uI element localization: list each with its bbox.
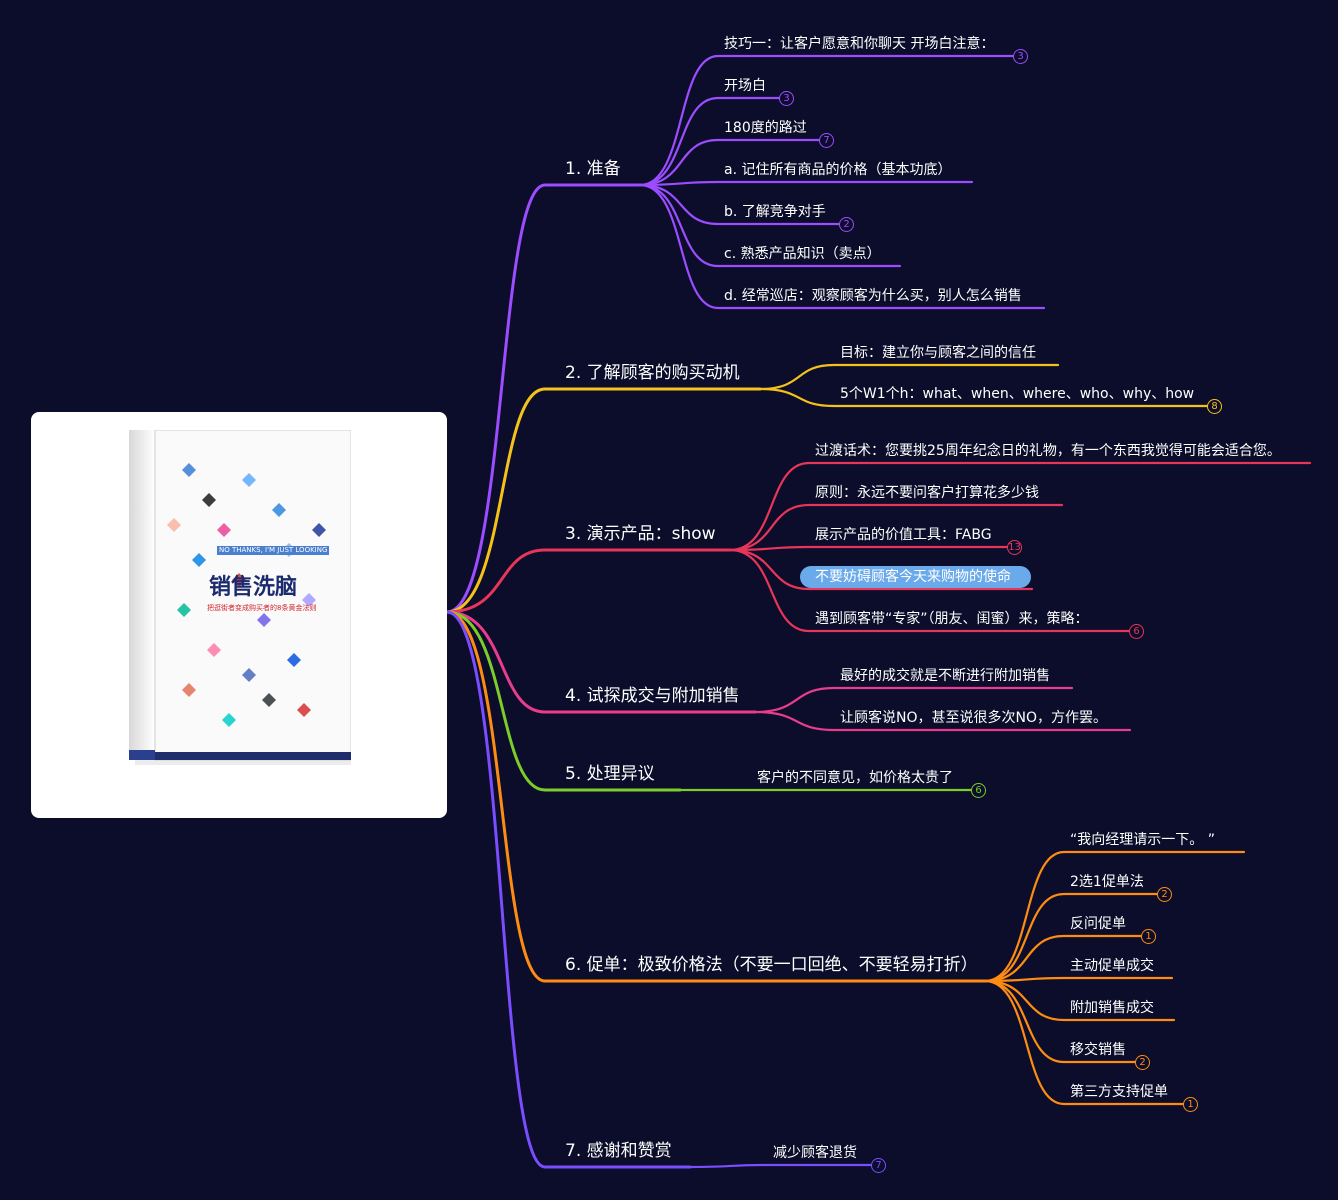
- root-node[interactable]: 销售洗脑 NO THANKS, I'M JUST LOOKING 把逛街者变成购…: [31, 412, 447, 818]
- leaf-connector-6-6: [983, 979, 1144, 1064]
- leaf-connector-3-3: [728, 545, 1016, 552]
- leaf-connector-1-5: [638, 183, 848, 226]
- branch-connector-4: [445, 610, 757, 714]
- leaf-connector-2-2: [758, 387, 1216, 408]
- count-badge[interactable]: 3: [1013, 49, 1028, 64]
- book-subtitle: 把逛街者变成购买者的8条黄金法则: [207, 604, 317, 612]
- leaf-connector-1-7: [638, 183, 1046, 310]
- branch-3-label[interactable]: 3. 演示产品：show: [565, 524, 716, 544]
- branch-connector-5: [445, 610, 682, 792]
- count-badge[interactable]: 1: [1141, 929, 1156, 944]
- branch-connector-1: [445, 183, 642, 614]
- leaf-connector-1-2: [638, 96, 788, 187]
- leaf-connector-6-3: [983, 934, 1150, 983]
- leaf-5-1-label[interactable]: 客户的不同意见，如价格太贵了: [757, 770, 953, 786]
- leaf-connector-3-4: [728, 548, 1034, 591]
- leaf-1-2-label[interactable]: 开场白: [724, 78, 766, 94]
- leaf-2-1-label[interactable]: 目标：建立你与顾客之间的信任: [840, 345, 1036, 361]
- leaf-2-2-label[interactable]: 5个W1个h：what、when、where、who、why、how: [840, 386, 1195, 402]
- leaf-1-6-label[interactable]: c. 熟悉产品知识（卖点）: [724, 246, 881, 262]
- leaf-connector-7-1: [688, 1163, 880, 1169]
- leaf-4-1-label[interactable]: 最好的成交就是不断进行附加销售: [840, 668, 1050, 684]
- leaf-1-4-label[interactable]: a. 记住所有商品的价格（基本功底）: [724, 162, 952, 178]
- leaf-connector-3-2: [728, 503, 1064, 552]
- leaf-connector-1-6: [638, 183, 902, 268]
- count-badge[interactable]: 3: [779, 91, 794, 106]
- leaf-connector-1-4: [638, 180, 974, 187]
- branch-connector-7: [445, 610, 692, 1169]
- leaf-connector-6-2: [983, 892, 1166, 983]
- branch-5-label[interactable]: 5. 处理异议: [565, 764, 655, 784]
- branch-1-label[interactable]: 1. 准备: [565, 159, 621, 179]
- book-title: 销售洗脑: [209, 575, 298, 600]
- leaf-connector-2-1: [758, 363, 1060, 391]
- highlight-pill: [800, 566, 1031, 588]
- leaf-3-5-label[interactable]: 遇到顾客带“专家”（朋友、闺蜜）来，策略：: [815, 611, 1089, 627]
- count-badge[interactable]: 7: [871, 1158, 886, 1173]
- leaf-1-1-label[interactable]: 技巧一：让客户愿意和你聊天 开场白注意：: [724, 36, 995, 52]
- count-badge[interactable]: 7: [819, 133, 834, 148]
- leaf-6-2-label[interactable]: 2选1促单法: [1070, 874, 1144, 890]
- leaf-7-1-label[interactable]: 减少顾客退货: [773, 1145, 857, 1161]
- leaf-1-5-label[interactable]: b. 了解竞争对手: [724, 204, 826, 220]
- leaf-6-1-label[interactable]: “我向经理请示一下。 ”: [1070, 832, 1215, 848]
- count-badge[interactable]: 8: [1207, 399, 1222, 414]
- leaf-connector-4-2: [753, 710, 1132, 732]
- leaf-3-1-label[interactable]: 过渡话术：您要挑25周年纪念日的礼物，有一个东西我觉得可能会适合您。: [815, 443, 1281, 459]
- count-badge[interactable]: 13: [1007, 540, 1022, 555]
- leaf-6-7-label[interactable]: 第三方支持促单: [1070, 1084, 1168, 1100]
- leaf-3-3-label[interactable]: 展示产品的价值工具：FABG: [815, 527, 992, 543]
- leaf-connector-6-5: [983, 979, 1176, 1022]
- leaf-connector-3-5: [728, 548, 1138, 633]
- leaf-1-7-label[interactable]: d. 经常巡店：观察顾客为什么买，别人怎么销售: [724, 288, 1022, 304]
- leaf-6-6-label[interactable]: 移交销售: [1070, 1042, 1126, 1058]
- branch-4-label[interactable]: 4. 试探成交与附加销售: [565, 686, 740, 706]
- leaf-connector-4-1: [753, 686, 1074, 714]
- leaf-1-3-label[interactable]: 180度的路过: [724, 120, 807, 136]
- count-badge[interactable]: 2: [1135, 1055, 1150, 1070]
- book-english-title: NO THANKS, I'M JUST LOOKING: [217, 546, 330, 555]
- book-cover-image: [129, 430, 351, 765]
- leaf-3-4-label[interactable]: 不要妨碍顾客今天来购物的使命: [815, 569, 1011, 585]
- leaf-6-4-label[interactable]: 主动促单成交: [1070, 958, 1154, 974]
- leaf-connector-1-3: [638, 138, 828, 187]
- leaf-connector-1-1: [638, 54, 1022, 187]
- count-badge[interactable]: 6: [971, 783, 986, 798]
- branch-6-label[interactable]: 6. 促单：极致价格法（不要一口回绝、不要轻易打折）: [565, 955, 978, 975]
- leaf-3-2-label[interactable]: 原则：永远不要问客户打算花多少钱: [815, 485, 1039, 501]
- leaf-4-2-label[interactable]: 让顾客说NO，甚至说很多次NO，方作罢。: [840, 710, 1107, 726]
- count-badge[interactable]: 2: [1157, 887, 1172, 902]
- leaf-connector-6-4: [983, 976, 1174, 983]
- branch-connector-2: [445, 387, 762, 614]
- count-badge[interactable]: 2: [839, 217, 854, 232]
- branch-connector-3: [445, 548, 732, 614]
- leaf-6-3-label[interactable]: 反问促单: [1070, 916, 1126, 932]
- branch-connector-6: [445, 610, 987, 983]
- branch-2-label[interactable]: 2. 了解顾客的购买动机: [565, 363, 740, 383]
- leaf-connector-3-1: [728, 461, 1312, 552]
- branch-7-label[interactable]: 7. 感谢和赞赏: [565, 1141, 672, 1161]
- count-badge[interactable]: 6: [1129, 624, 1144, 639]
- leaf-connector-6-7: [983, 979, 1192, 1106]
- count-badge[interactable]: 1: [1183, 1097, 1198, 1112]
- leaf-connector-6-1: [983, 850, 1246, 983]
- leaf-6-5-label[interactable]: 附加销售成交: [1070, 1000, 1154, 1016]
